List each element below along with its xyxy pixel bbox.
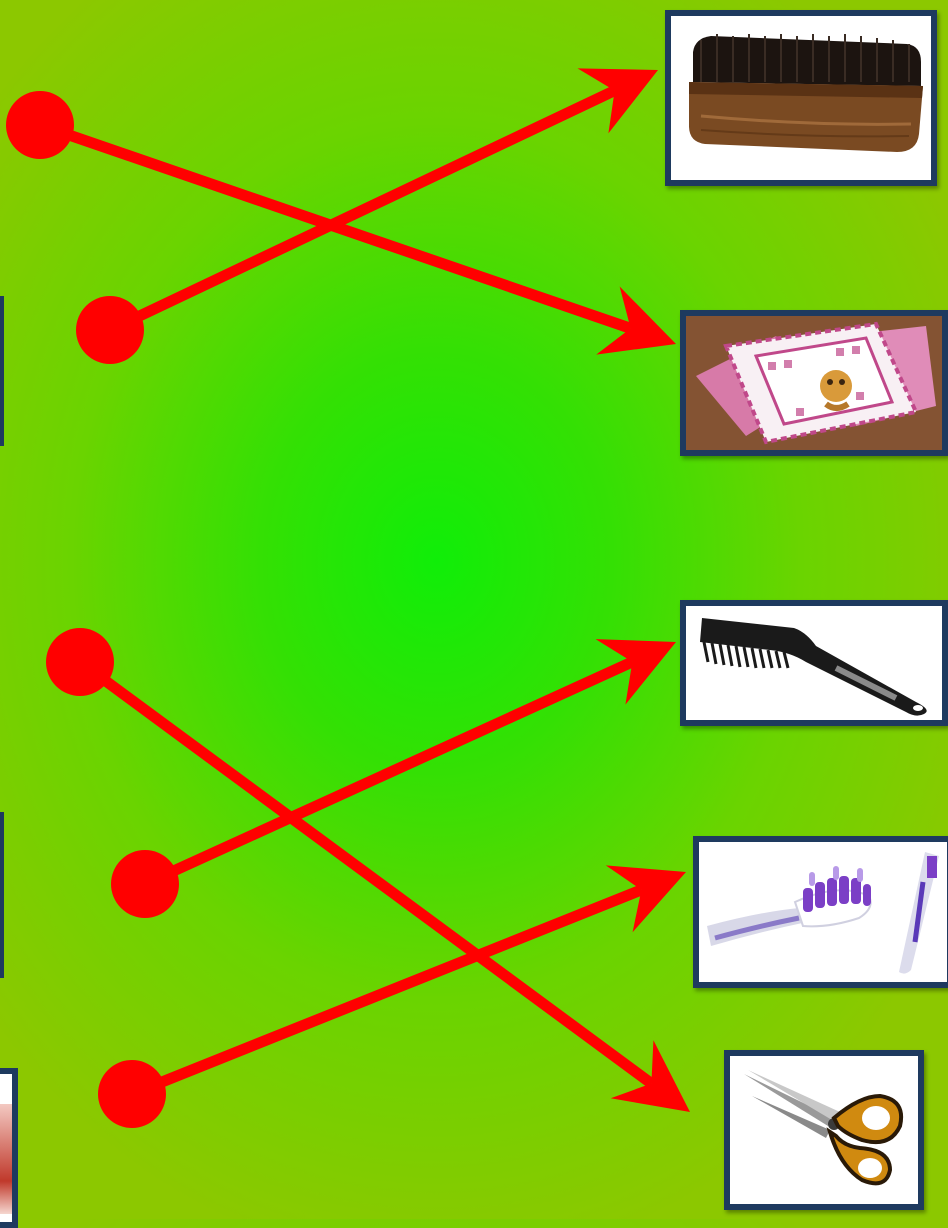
arrowhead-handkerchief bbox=[596, 286, 676, 355]
start-dot-3[interactable] bbox=[46, 628, 114, 696]
partial-image-icon bbox=[0, 1104, 12, 1214]
start-dot-4[interactable] bbox=[111, 850, 179, 918]
arrowhead-scissors bbox=[610, 1040, 690, 1112]
scissors-icon bbox=[730, 1056, 918, 1204]
toothbrush-card[interactable] bbox=[693, 836, 948, 988]
comb-card[interactable] bbox=[680, 600, 948, 726]
connection-line-comb bbox=[142, 656, 635, 890]
scissors-card[interactable] bbox=[724, 1050, 924, 1210]
handkerchief-card[interactable] bbox=[680, 310, 948, 456]
brush-card[interactable] bbox=[665, 10, 937, 186]
start-dot-5[interactable] bbox=[98, 1060, 166, 1128]
left-card-partial-2 bbox=[0, 812, 4, 978]
toothbrush-icon bbox=[699, 842, 947, 982]
start-dot-1[interactable] bbox=[6, 91, 74, 159]
start-dot-2[interactable] bbox=[76, 296, 144, 364]
left-card-partial-1 bbox=[0, 296, 4, 446]
connection-line-scissors bbox=[76, 657, 655, 1088]
arrowhead-brush bbox=[577, 68, 658, 134]
arrowhead-toothbrush bbox=[605, 865, 686, 933]
connection-line-toothbrush bbox=[129, 884, 644, 1100]
clothes-brush-icon bbox=[671, 16, 931, 180]
comb-icon bbox=[686, 606, 942, 720]
arrowhead-comb bbox=[595, 639, 676, 705]
handkerchief-icon bbox=[686, 316, 942, 450]
connection-line-brush bbox=[107, 85, 617, 335]
